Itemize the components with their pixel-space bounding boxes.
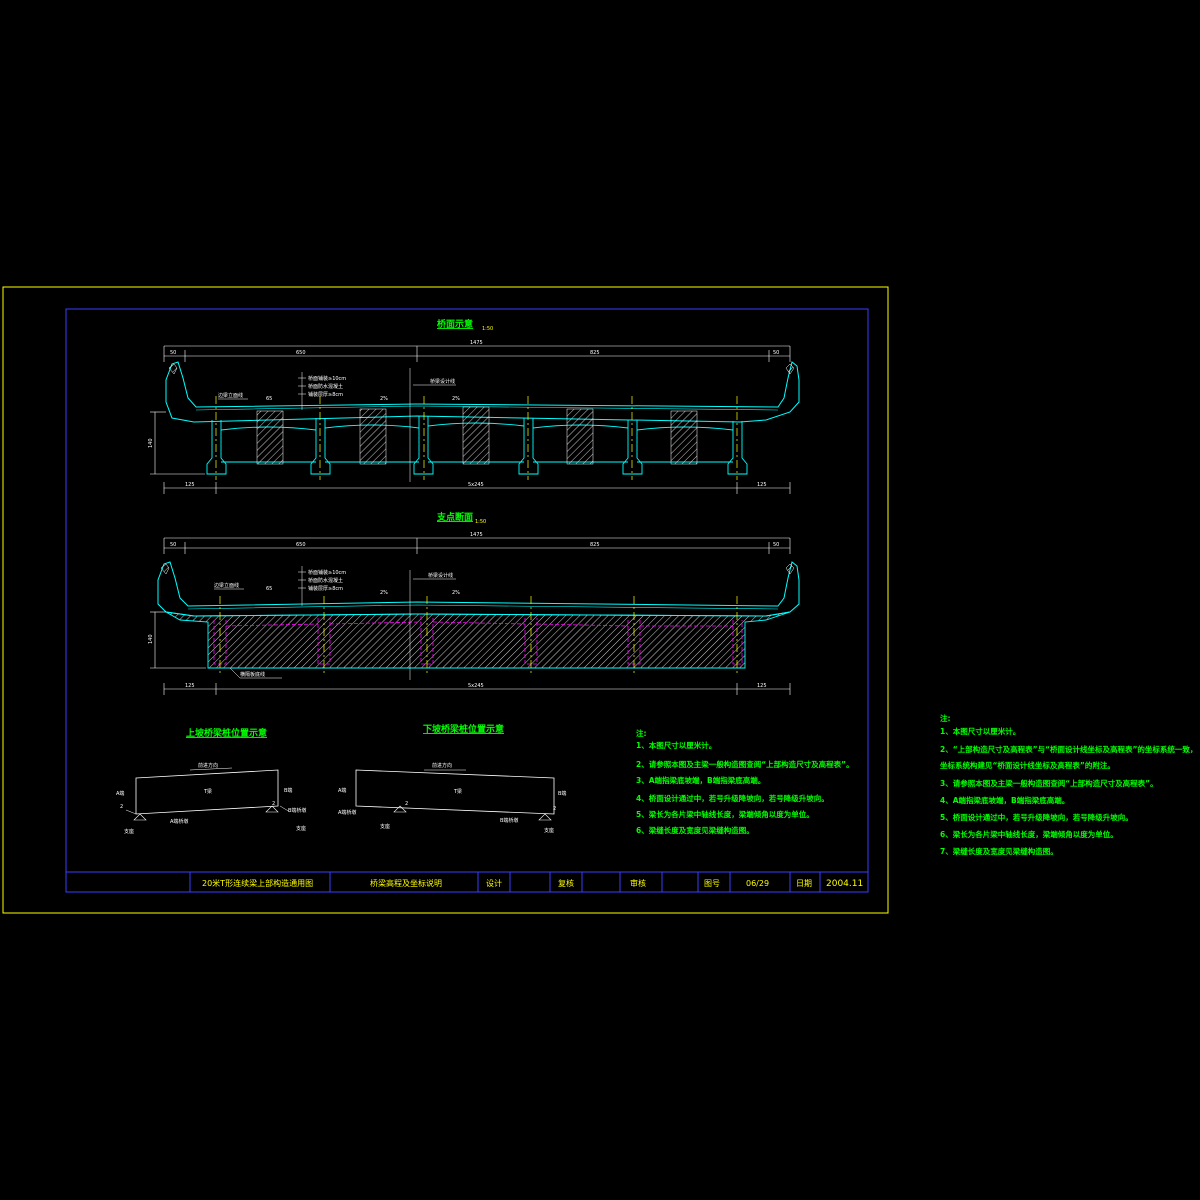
title-date-label: 日期 <box>796 879 812 888</box>
title-block: 20米T形连续梁上部构造通用图 桥梁高程及坐标说明 设计 复核 审核 图号 06… <box>66 871 868 892</box>
s2-dim-3: 50 <box>773 542 779 548</box>
s2-bdim-1: 5x245 <box>468 683 484 689</box>
s1-bdim-1: 5x245 <box>468 482 484 488</box>
s2-bdim-0: 125 <box>185 683 195 689</box>
sketch-down-direction: 前进方向 <box>432 762 452 769</box>
s2-slope-left: 2% <box>380 590 388 596</box>
notes-outer-item-6: 6、梁长为各片梁中轴线长度，梁端倾角以度为单位。 <box>940 829 1118 839</box>
s2-label-left: 边梁立面线 <box>214 582 239 589</box>
sketch-down-bearing-1: 支座 <box>380 823 390 830</box>
section1-scale: 1:50 <box>482 326 493 332</box>
sketch-down-mark-left: 2 <box>405 801 408 807</box>
sketch-up-b-pier: B端桥墩 <box>288 807 306 814</box>
s2-dim-1: 650 <box>296 542 306 548</box>
section2-scale: 1:50 <box>475 519 486 525</box>
notes-inner-item-0: 1、本图尺寸以厘米计。 <box>636 740 716 750</box>
sketch-downhill: 下坡桥梁桩位置示意 前进方向 T梁 A端 B端 2 2 A端桥墩 B端桥墩 支座… <box>338 723 566 834</box>
s2-bdim-2: 125 <box>757 683 767 689</box>
s1-callout-2: 铺装层厚≥8cm <box>308 391 343 398</box>
sketch-up-beam: T梁 <box>203 788 212 795</box>
support-section: 支点断面 1:50 1475 50 650 825 50 <box>148 511 800 695</box>
notes-inner-item-2: 3、A端指梁底坡端，B端指梁底高端。 <box>636 775 765 785</box>
s1-bdim-0: 125 <box>185 482 195 488</box>
bridge-deck-section: 桥面示意 1:50 1475 50 650 825 50 <box>148 318 800 494</box>
title-drawing: 桥梁高程及坐标说明 <box>370 878 442 888</box>
title-sheet-label: 图号 <box>704 879 720 888</box>
sketch-up-direction: 前进方向 <box>198 762 218 769</box>
s1-bdim-2: 125 <box>757 482 767 488</box>
notes-outer-item-2: 坐标系统构建见“桥面设计线坐标及高程表”的附注。 <box>940 760 1115 770</box>
sketch-down-end-b: B端 <box>558 790 566 797</box>
s2-callout-2: 铺装层厚≥8cm <box>308 585 343 592</box>
notes-outer: 注: 1、本图尺寸以厘米计。 2、“上部构造尺寸及高程表”与“桥面设计线坐标及高… <box>940 713 1197 856</box>
title-design-label: 设计 <box>486 878 502 888</box>
s2-dim-total: 1475 <box>470 532 483 538</box>
sketch-down-b-pier: B端桥墩 <box>500 817 518 824</box>
notes-inner-item-5: 6、梁缝长度及宽度见梁缝构造图。 <box>636 825 754 835</box>
s1-dim-total: 1475 <box>470 340 483 346</box>
s1-callout-0: 桥面铺装≥10cm <box>308 375 346 382</box>
s2-dim-2: 825 <box>590 542 600 548</box>
sketch-down-mark-right: 2 <box>553 806 556 812</box>
notes-outer-item-3: 3、请参照本图及主梁一般构造图查阅“上部构造尺寸及高程表”。 <box>940 778 1158 788</box>
outer-frame <box>2 286 889 914</box>
sketch-up-bearing-1: 支座 <box>124 828 134 835</box>
title-sheet-no: 06/29 <box>746 879 769 888</box>
sketch-uphill: 上坡桥梁桩位置示意 前进方向 T梁 A端 B端 2 2 A端桥墩 B端桥墩 支座… <box>116 727 306 835</box>
sketch-up-mark-right: 2 <box>272 801 275 807</box>
s1-dim-0: 50 <box>170 350 176 356</box>
notes-inner-item-1: 2、请参照本图及主梁一般构造图查阅“上部构造尺寸及高程表”。 <box>636 759 854 769</box>
inner-frame <box>65 308 869 893</box>
s2-spacing: 65 <box>266 586 272 592</box>
notes-outer-item-0: 1、本图尺寸以厘米计。 <box>940 726 1020 736</box>
title-check-label: 复核 <box>558 878 574 888</box>
sketch-up-end-a: A端 <box>116 790 124 797</box>
s1-dim-2: 825 <box>590 350 600 356</box>
notes-inner: 注: 1、本图尺寸以厘米计。 2、请参照本图及主梁一般构造图查阅“上部构造尺寸及… <box>636 728 854 835</box>
sketch-down-bearing-2: 支座 <box>544 827 554 834</box>
s1-height: 140 <box>148 438 154 448</box>
s1-spacing: 65 <box>266 396 272 402</box>
s1-slope-left: 2% <box>380 396 388 402</box>
s2-height: 140 <box>148 634 154 644</box>
s2-label-center: 桥梁设计线 <box>428 572 453 579</box>
sketch-up-title: 上坡桥梁桩位置示意 <box>186 727 267 739</box>
section2-title: 支点断面 <box>436 511 473 523</box>
s1-slope-right: 2% <box>452 396 460 402</box>
sketch-down-end-a: A端 <box>338 787 346 794</box>
s1-label-center: 桥梁设计线 <box>430 378 455 385</box>
sketch-down-beam: T梁 <box>453 788 462 795</box>
sketch-up-a-pier: A端桥墩 <box>170 818 188 825</box>
sketch-down-a-pier: A端桥墩 <box>338 809 356 816</box>
s2-slope-right: 2% <box>452 590 460 596</box>
s1-dim-3: 50 <box>773 350 779 356</box>
s1-callout-1: 桥面防水混凝土 <box>308 383 343 390</box>
sketch-up-end-b: B端 <box>284 787 292 794</box>
s1-label-left: 边梁立面线 <box>218 392 243 399</box>
notes-outer-item-7: 7、梁缝长度及宽度见梁缝构造图。 <box>940 846 1058 856</box>
title-project: 20米T形连续梁上部构造通用图 <box>202 878 313 888</box>
sketch-up-bearing-2: 支座 <box>296 825 306 832</box>
title-review-label: 审核 <box>630 878 646 888</box>
s2-label-bottom: 横隔板底线 <box>240 671 265 678</box>
s2-callout-1: 桥面防水混凝土 <box>308 577 343 584</box>
notes-outer-item-4: 4、A端指梁底坡端，B端指梁底高端。 <box>940 795 1069 805</box>
s2-callout-0: 桥面铺装≥10cm <box>308 569 346 576</box>
sketch-up-mark-left: 2 <box>120 804 123 810</box>
title-date: 2004.11 <box>826 879 863 889</box>
notes-inner-item-4: 5、梁长为各片梁中轴线长度，梁端倾角以度为单位。 <box>636 809 814 819</box>
notes-outer-heading: 注: <box>940 713 951 723</box>
section1-title: 桥面示意 <box>437 318 473 330</box>
s1-dim-1: 650 <box>296 350 306 356</box>
notes-inner-heading: 注: <box>636 728 647 738</box>
sketch-down-title: 下坡桥梁桩位置示意 <box>423 723 504 735</box>
s2-dim-0: 50 <box>170 542 176 548</box>
notes-outer-item-1: 2、“上部构造尺寸及高程表”与“桥面设计线坐标及高程表”的坐标系统一致， <box>940 744 1197 754</box>
notes-inner-item-3: 4、桥面设计通过中，若号升级降坡向，若号降级升坡向。 <box>636 793 829 803</box>
notes-outer-item-5: 5、桥面设计通过中，若号升级降坡向，若号降级升坡向。 <box>940 812 1133 822</box>
